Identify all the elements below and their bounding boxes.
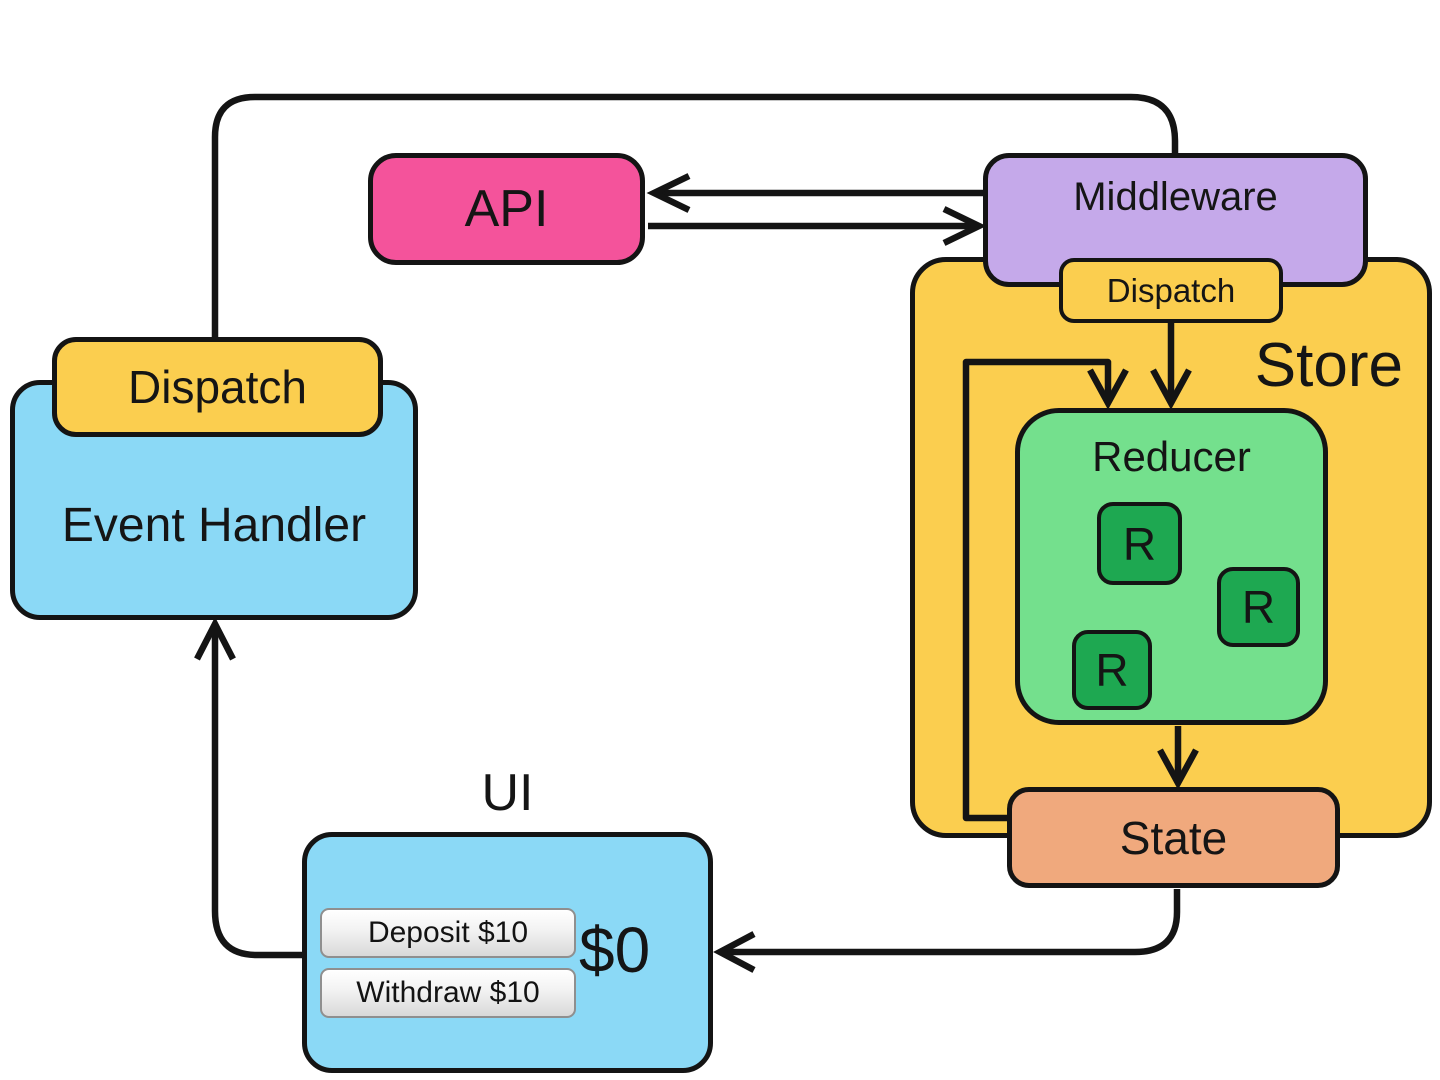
deposit-button[interactable]: Deposit $10 (320, 908, 576, 958)
middleware-label: Middleware (1073, 175, 1278, 219)
event-handler-dispatch-label: Dispatch (128, 361, 307, 413)
arrow-middleware-to-api (646, 173, 983, 213)
api-label: API (464, 180, 549, 238)
ui-title-label: UI (481, 764, 534, 822)
api-node: API (368, 153, 645, 265)
reducer-r-box-1: R (1097, 502, 1182, 585)
store-label: Store (1254, 331, 1403, 400)
event-handler-dispatch-node: Dispatch (52, 337, 383, 437)
arrow-ui-to-event-handler (194, 616, 303, 959)
withdraw-button[interactable]: Withdraw $10 (320, 968, 576, 1018)
store-dispatch-label: Dispatch (1106, 271, 1236, 309)
state-label: State (1119, 811, 1228, 864)
reducer-node: Reducer R R R (1015, 408, 1328, 725)
balance-text: $0 (579, 914, 651, 986)
store-dispatch-node: Dispatch (1059, 258, 1283, 323)
reducer-r-box-3: R (1072, 630, 1152, 710)
event-handler-label: Event Handler (61, 499, 367, 552)
arrow-api-to-middleware (648, 206, 987, 246)
state-node: State (1007, 787, 1340, 888)
ui-node: Deposit $10 Withdraw $10 $0 (302, 832, 713, 1073)
reducer-r-box-2: R (1217, 567, 1300, 647)
reducer-label: Reducer (1092, 433, 1251, 480)
arrow-state-to-ui (713, 889, 1181, 973)
